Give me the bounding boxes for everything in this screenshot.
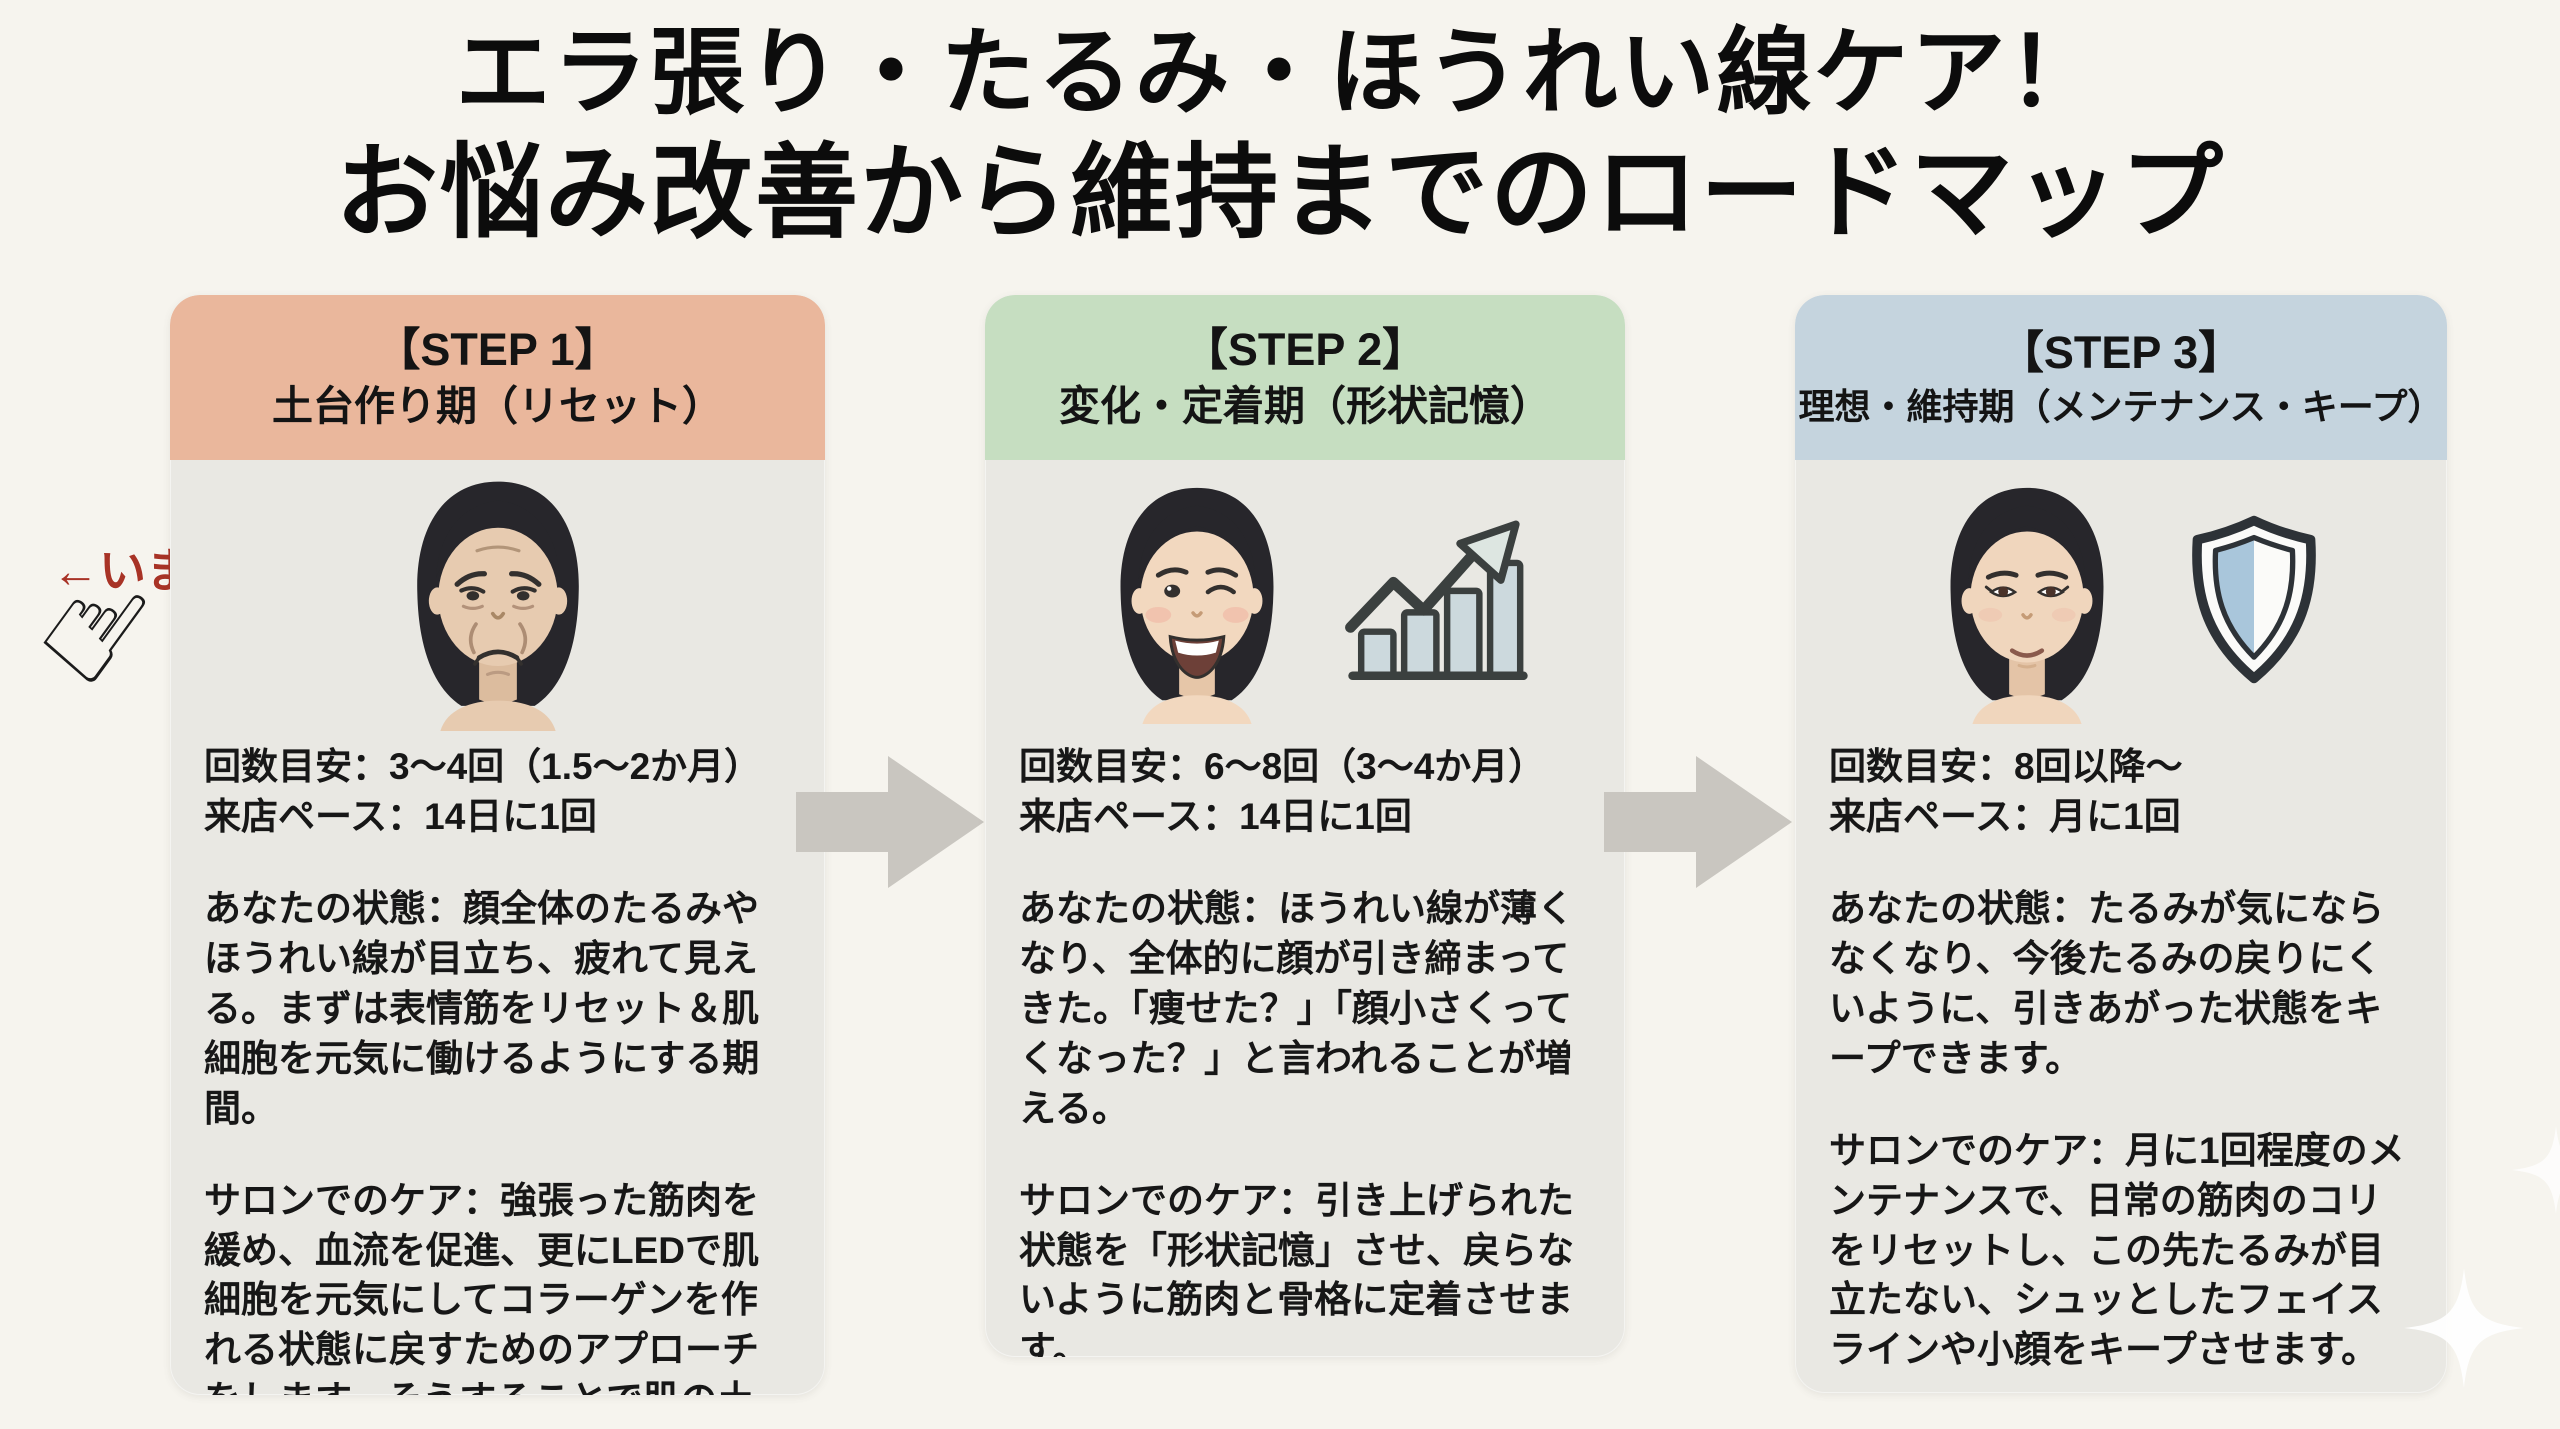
smiling-woman-face-illustration (1120, 487, 1274, 724)
step2-illustration-row (985, 460, 1625, 736)
pointing-hand-icon: ☝ (14, 540, 174, 715)
step3-header: 【STEP 3】 理想・維持期（メンテナンス・キープ） (1795, 295, 2447, 460)
step3-number: 【STEP 3】 (1998, 327, 2244, 379)
care-paragraph: サロンでのケア：引き上げられた状態を「形状記憶」させ、戻らないように筋肉と骨格に… (1019, 1179, 1574, 1357)
visit-pace-text: 来店ペース：14日に1回 (1019, 795, 1412, 837)
step2-card: 【STEP 2】 変化・定着期（形状記憶） (985, 295, 1625, 1357)
step1-card: 【STEP 1】 土台作り期（リセット） (170, 295, 825, 1395)
step3-body: 回数目安：8回以降〜 来店ペース：月に1回 あなたの状態：たるみが気にならなくな… (1795, 736, 2447, 1375)
step1-body: 回数目安：3〜4回（1.5〜2か月） 来店ペース：14日に1回 あなたの状態：顔… (170, 736, 825, 1395)
care-paragraph: サロンでのケア：強張った筋肉を緩め、血流を促進、更にLEDで肌細胞を元気にしてコ… (204, 1179, 759, 1395)
state-paragraph: あなたの状態：ほうれい線が薄くなり、全体的に顔が引き締まってきた。「痩せた？」「… (1019, 887, 1574, 1129)
step3-name: 理想・維持期（メンテナンス・キープ） (1798, 385, 2444, 427)
step1-illustration-row (170, 460, 825, 736)
step3-visit-info: 回数目安：8回以降〜 来店ペース：月に1回 (1829, 742, 2413, 842)
growth-chart-icon (1345, 520, 1528, 681)
page-title-line-1: エラ張り・たるみ・ほうれい線ケア！ (455, 20, 2105, 126)
step1-number: 【STEP 1】 (375, 324, 620, 376)
step2-header: 【STEP 2】 変化・定着期（形状記憶） (985, 295, 1625, 460)
sparkle-icon (2511, 1125, 2560, 1215)
step2-body: 回数目安：6〜8回（3〜4か月） 来店ペース：14日に1回 あなたの状態：ほうれ… (985, 736, 1625, 1357)
care-paragraph: サロンでのケア：月に1回程度のメンテナンスで、日常の筋肉のコリをリセットし、この… (1829, 1129, 2405, 1371)
page-title-line-2: お悩み改善から維持までのロードマップ (335, 134, 2225, 250)
visit-pace-text: 来店ペース：月に1回 (1829, 795, 2181, 837)
step1-header: 【STEP 1】 土台作り期（リセット） (170, 295, 825, 460)
step3-illustration-row (1795, 460, 2447, 736)
flow-arrow-icon (1604, 756, 1792, 888)
visit-pace-text: 来店ペース：14日に1回 (204, 795, 597, 837)
visit-count-text: 回数目安：6〜8回（3〜4か月） (1019, 746, 1546, 787)
calm-woman-face-illustration (1950, 487, 2104, 724)
visit-count-text: 回数目安：3〜4回（1.5〜2か月） (204, 746, 762, 787)
step2-name: 変化・定着期（形状記憶） (1059, 382, 1551, 429)
sad-woman-face-illustration (416, 481, 579, 731)
step2-visit-info: 回数目安：6〜8回（3〜4か月） 来店ペース：14日に1回 (1019, 742, 1591, 842)
shield-icon (2192, 515, 2316, 684)
state-paragraph: あなたの状態：顔全体のたるみやほうれい線が目立ち、疲れて見える。まずは表情筋をリ… (204, 887, 760, 1129)
step1-visit-info: 回数目安：3〜4回（1.5〜2か月） 来店ペース：14日に1回 (204, 742, 791, 842)
visit-count-text: 回数目安：8回以降〜 (1829, 746, 2183, 787)
flow-arrow-icon (796, 756, 984, 888)
step2-number: 【STEP 2】 (1182, 324, 1428, 376)
page-title: エラ張り・たるみ・ほうれい線ケア！ お悩み改善から維持までのロードマップ (0, 16, 2560, 253)
step3-card: 【STEP 3】 理想・維持期（メンテナンス・キープ） (1795, 295, 2447, 1393)
state-paragraph: あなたの状態：たるみが気にならなくなり、今後たるみの戻りにくいように、引きあがっ… (1829, 887, 2384, 1079)
step1-name: 土台作り期（リセット） (272, 382, 723, 429)
